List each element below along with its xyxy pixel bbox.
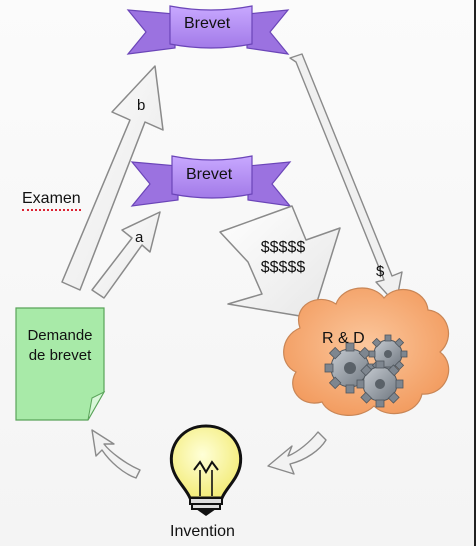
gears-icon [324, 334, 408, 408]
light-bulb-icon [169, 424, 243, 516]
dollar-label: $ [376, 263, 385, 280]
money-label-line2: $$$$$ [260, 259, 306, 276]
arrow-invention-to-document [91, 429, 141, 479]
arrow-label-a: a [135, 229, 144, 246]
ribbon-top-label: Brevet [184, 15, 231, 32]
money-label: $$$$$ $$$$$ [250, 238, 316, 278]
arrow-to-top-brevet [61, 65, 164, 291]
invention-label: Invention [170, 523, 235, 540]
money-label-line1: $$$$$ [260, 239, 306, 256]
arrow-to-mid-brevet [91, 211, 161, 299]
document-label-line2: de brevet [28, 347, 92, 364]
document-label-line1: Demande [27, 327, 93, 344]
arrow-rd-to-invention [267, 431, 327, 475]
rd-label: R & D [322, 330, 365, 347]
ribbon-mid-label: Brevet [186, 166, 233, 183]
ribbon-banner-icon [130, 155, 292, 207]
document-icon [15, 307, 106, 421]
document-label: Demande de brevet [16, 326, 104, 366]
arrow-label-b: b [137, 97, 146, 114]
examen-label: Examen [22, 190, 81, 211]
ribbon-banner-icon [126, 5, 290, 55]
